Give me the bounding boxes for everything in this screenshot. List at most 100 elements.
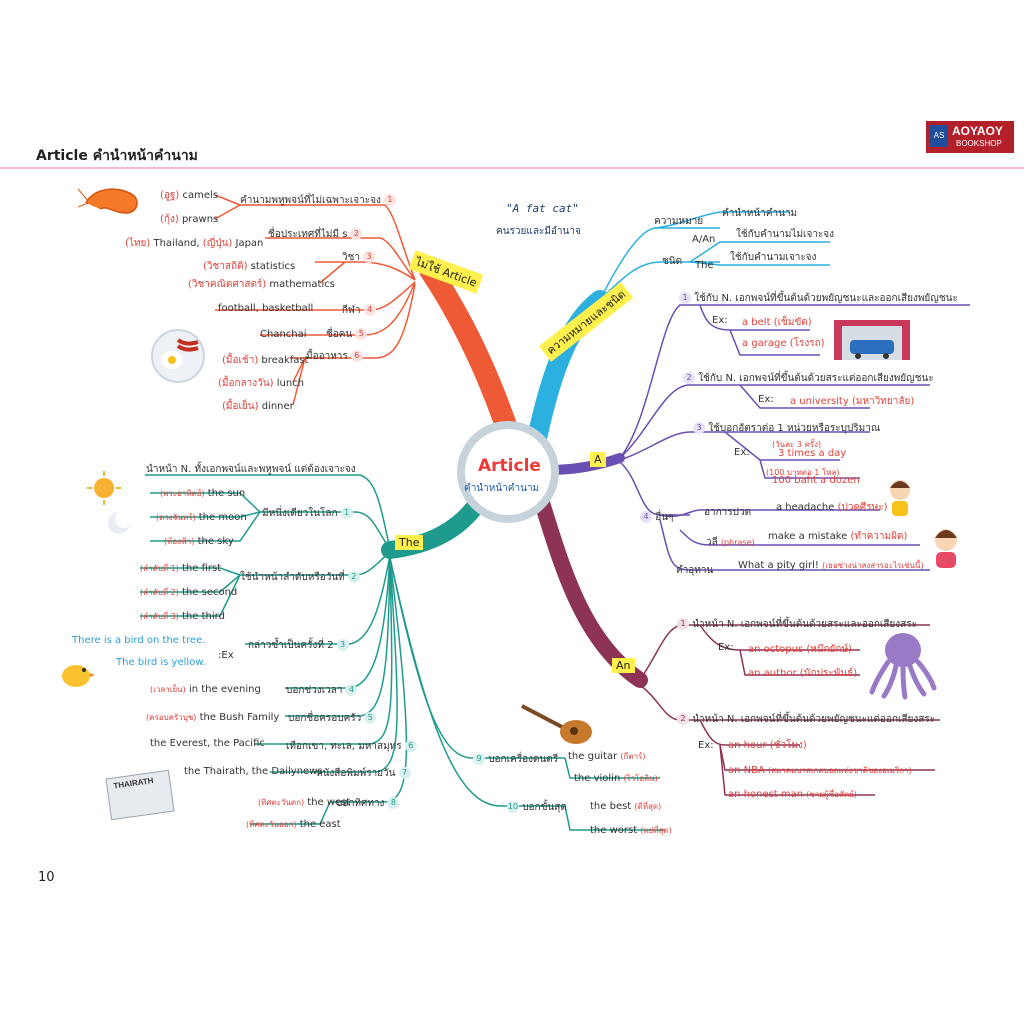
meaning-aan-desc: ใช้กับคำนามไม่เจาะจง — [736, 229, 835, 240]
an-example: an NBA (สมาคมบาสเกตบอลแห่งชาติของอเมริกา… — [728, 765, 912, 776]
garage-icon — [834, 320, 910, 360]
the-example: (ครอบครัวบุช) the Bush Family — [146, 712, 280, 723]
no-article-example: (มื้อกลางวัน) lunch — [218, 378, 305, 389]
the-example: (ทิศตะวันตก) the west — [258, 797, 351, 808]
a-rule-4: 4 อื่นๆ — [637, 510, 673, 525]
the-rule-9: 9 บอกเครื่องดนตรี — [470, 752, 558, 767]
a-key: อาการปวด — [704, 507, 752, 518]
the-example: (ท้องฟ้า) the sky — [164, 536, 234, 547]
a-example: a garage (โรงรถ) — [742, 338, 825, 349]
the-example: the worst (แย่ที่สุด) — [590, 825, 672, 836]
the-example: the Everest, the Pacific — [150, 738, 265, 749]
no-article-example: (มื้อเย็น) dinner — [222, 401, 294, 412]
the-example: (เวลาเย็น) in the evening — [150, 684, 261, 695]
page-number: 10 — [38, 870, 55, 885]
a-example: What a pity girl! (เธอช่างน่าสงสารอะไรเช… — [738, 560, 924, 571]
the-example: the violin (ไวโอลิน) — [574, 773, 658, 784]
shrimp-icon — [78, 188, 138, 214]
an-rule-2: 2 นำหน้า N. เอกพจน์ที่ขึ้นต้นด้วยพยัญชนะ… — [674, 712, 935, 727]
an-ex: Ex: — [718, 642, 734, 653]
the-sentence: The bird is yellow. — [116, 657, 206, 668]
meaning-the-desc: ใช้กับคำนามเจาะจง — [730, 252, 817, 263]
meaning-type: ชนิด — [662, 256, 683, 267]
moon-icon — [108, 510, 133, 534]
the-example: the guitar (กีตาร์) — [568, 751, 646, 762]
crying-girl-icon — [935, 529, 957, 568]
the-sentence: There is a bird on the tree. — [72, 635, 206, 646]
a-example: a university (มหาวิทยาลัย) — [790, 396, 915, 407]
newspaper-icon: THAIRATH — [105, 769, 175, 821]
meaning-key: ความหมาย — [654, 216, 704, 227]
an-rule-1: 1 นำหน้า N. เอกพจน์ที่ขึ้นต้นด้วยสระและอ… — [674, 617, 917, 632]
a-rule-2: 2 ใช้กับ N. เอกพจน์ที่ขึ้นต้นด้วยสระแต่อ… — [680, 371, 934, 386]
no-article-example: (กุ้ง) prawns — [160, 214, 219, 225]
a-example: 3 times a day — [778, 448, 847, 459]
no-article-example: (วิชาสถิติ) statistics — [203, 261, 296, 272]
no-article-example: (วิชาคณิตศาสตร์) mathematics — [188, 279, 335, 290]
the-example: the Thairath, the Dailynews — [184, 766, 323, 777]
the-example: (ลำดับที่ 2) the second — [140, 587, 238, 598]
guitar-icon — [521, 704, 592, 744]
meaning-value: คำนำหน้าคำนาม — [722, 208, 798, 219]
a-note: (วันละ 3 ครั้ง) — [772, 440, 822, 449]
the-example: (ลำดับที่ 1) the first — [140, 563, 222, 574]
an-example: an hour (ชั่วโมง) — [728, 740, 807, 751]
a-example: make a mistake (ทำความผิด) — [768, 531, 908, 542]
branch-an: An — [612, 658, 635, 673]
a-ex: Ex: — [734, 447, 750, 458]
breakfast-plate-icon — [151, 329, 205, 383]
the-rule-10: 10 บอกขั้นสุด — [507, 801, 567, 813]
book-icon: AS — [930, 125, 948, 147]
the-example: the best (ดีที่สุด) — [590, 801, 662, 812]
octopus-icon — [869, 633, 937, 700]
no-article-example: football, basketball — [218, 303, 314, 314]
an-example: an octopus (หมึกยักษ์) — [748, 644, 852, 655]
an-example: an author (นักประพันธ์) — [748, 668, 858, 679]
branch-the: The — [395, 535, 424, 550]
the-ex: :Ex — [218, 650, 234, 661]
no-article-example: Chanchai — [260, 329, 307, 340]
a-rule-3: 3 ใช้บอกอัตราต่อ 1 หน่วยหรือระบุปริมาณ — [690, 421, 880, 436]
headache-girl-icon — [890, 480, 910, 516]
the-example: (ลำดับที่ 3) the third — [140, 611, 225, 622]
a-example: a belt (เข็มขัด) — [742, 317, 812, 328]
a-example: 100 baht a dozen — [772, 475, 860, 486]
an-ex: Ex: — [698, 740, 714, 751]
meaning-the: The — [695, 260, 714, 271]
the-example: (ดวงจันทร์) the moon — [156, 512, 247, 523]
no-article-example: (มื้อเช้า) breakfast — [222, 355, 309, 366]
brand-sub: BOOKSHOP — [956, 139, 1002, 148]
sun-icon — [87, 471, 121, 505]
brand-name: AOYAOY — [952, 124, 1003, 138]
a-ex: Ex: — [712, 315, 728, 326]
bird-icon — [62, 665, 95, 687]
no-article-example: (อูฐ) camels — [160, 190, 219, 201]
center-title: Article — [478, 456, 541, 476]
a-key: วลี (phrase) — [706, 537, 755, 548]
branch-a: A — [590, 452, 606, 467]
a-ex: Ex: — [758, 394, 774, 405]
fatcat-note: คนรวยและมีอำนาจ — [496, 226, 581, 237]
an-example: an honest man (ชายผู้ซื่อสัตย์) — [728, 789, 857, 800]
center-subtitle: คำนำหน้าคำนาม — [464, 483, 540, 494]
a-note: (100 บาทต่อ 1 โหล) — [766, 468, 840, 477]
a-rule-1: 1 ใช้กับ N. เอกพจน์ที่ขึ้นต้นด้วยพยัญชนะ… — [676, 291, 958, 306]
meaning-aan: A/An — [692, 234, 716, 245]
the-rule-0: นำหน้า N. ทั้งเอกพจน์และพหูพจน์ แต่ต้องเ… — [146, 464, 356, 475]
a-key: คำอุทาน — [676, 565, 714, 576]
a-example: a headache (ปวดศีรษะ) — [776, 502, 888, 513]
newspaper-masthead: THAIRATH — [112, 776, 155, 791]
